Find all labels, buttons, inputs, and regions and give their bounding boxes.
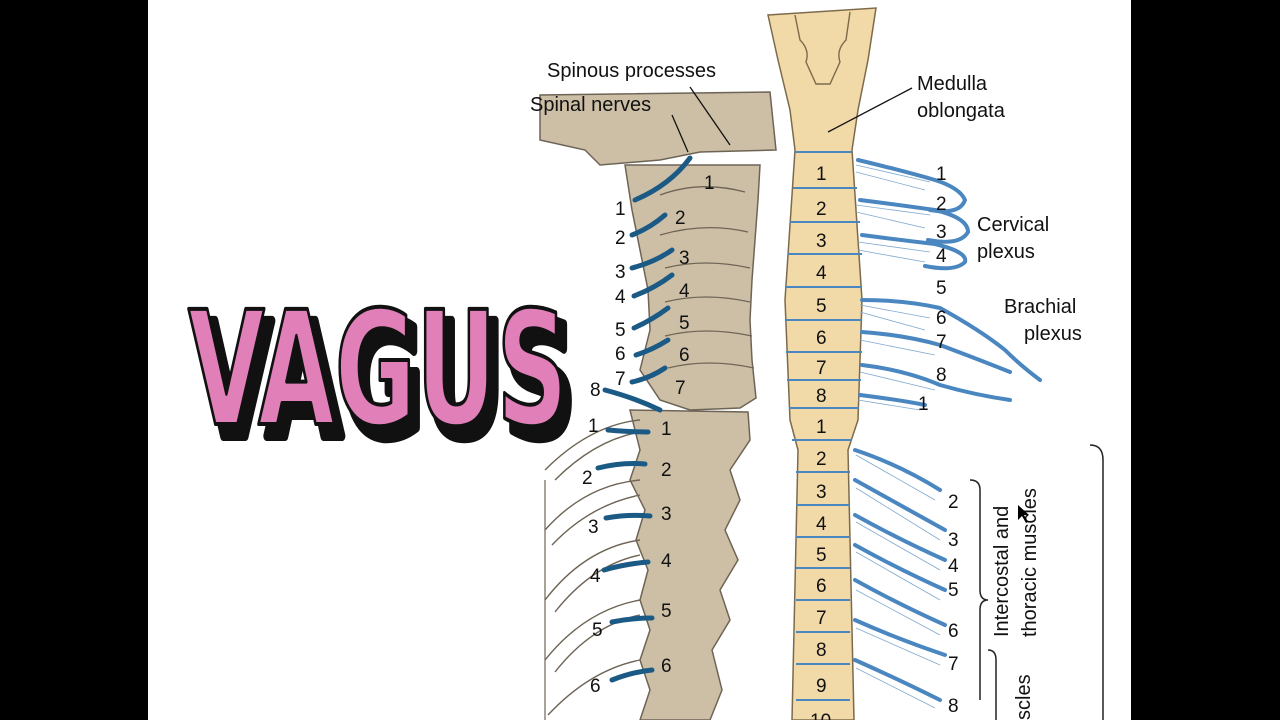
cervical-vertebra-numbers: 1 2 3 4 5 6 7 [675,173,715,399]
nerve-t5: 5 [592,620,603,641]
left-letterbox [0,0,148,720]
nerve-t4: 4 [590,566,601,587]
vertebra-t4: 4 [661,551,672,572]
label-brachial-2: plexus [1024,323,1082,345]
nerve-t2: 2 [582,468,593,489]
plexus-2: 2 [936,194,947,215]
cord-cervical-numbers: 1 2 3 4 5 6 7 8 [816,164,827,407]
label-intercostal-2: thoracic muscles [1019,488,1041,637]
nerve-c6: 6 [615,344,626,365]
label-cervical-2: plexus [977,241,1035,263]
nerve-c2: 2 [615,228,626,249]
vagus-title: VAGUS VAGUS [186,276,581,479]
nerve-t3: 3 [588,517,599,538]
intercostal-5: 5 [948,580,959,601]
label-cervical-1: Cervical [977,214,1049,236]
nerve-t6: 6 [590,676,601,697]
cord-t10: 10 [810,711,831,720]
cord-c8: 8 [816,386,827,407]
vertebra-t1: 1 [661,419,672,440]
label-intercostal-1: Intercostal and [991,506,1013,637]
plexus-t1: 1 [918,394,929,415]
intercostal-4: 4 [948,556,959,577]
vertebra-c1: 1 [704,173,715,194]
vertebra-c3: 3 [679,248,690,269]
cord-c2: 2 [816,199,827,220]
nerve-c1: 1 [615,199,626,220]
plexus-6: 6 [936,308,947,329]
nerve-c7: 7 [615,369,626,390]
plexus-fine-fibers [855,164,941,709]
vagus-title-shadow: VAGUS [196,290,576,474]
plexus-4: 4 [936,246,947,267]
plexus-numbers: 1 2 3 4 5 6 7 8 1 [918,164,947,415]
vertebra-c2: 2 [675,208,686,229]
vertebra-c5: 5 [679,313,690,334]
leader-lines [671,86,913,153]
cord-t1: 1 [816,417,827,438]
vertebra-t3: 3 [661,504,672,525]
plexus-5: 5 [936,278,947,299]
cord-c1: 1 [816,164,827,185]
label-medulla-1: Medulla [917,73,988,95]
intercostal-2: 2 [948,492,959,513]
label-medulla-2: oblongata [917,100,1006,122]
cervical-nerve-numbers: 1 2 3 4 5 6 7 8 [590,199,626,401]
vertebra-t6: 6 [661,656,672,677]
brackets [969,444,1104,720]
plexus-1: 1 [936,164,947,185]
vertebra-t5: 5 [661,601,672,622]
vertebra-c4: 4 [679,281,690,302]
cord-t8: 8 [816,640,827,661]
plexus-7: 7 [936,332,947,353]
label-spinous-processes: Spinous processes [547,60,716,82]
vertebra-t2: 2 [661,460,672,481]
nerve-t1: 1 [588,416,599,437]
label-spinal-nerves: Spinal nerves [530,94,651,116]
right-letterbox [1131,0,1280,720]
intercostal-numbers: 2 3 4 5 6 7 8 [948,492,959,717]
cord-t2: 2 [816,449,827,470]
cord-t7: 7 [816,608,827,629]
nerve-c4: 4 [615,287,626,308]
cord-t5: 5 [816,545,827,566]
vertebra-c7: 7 [675,378,686,399]
spinal-cord [767,7,877,720]
intercostal-6: 6 [948,621,959,642]
intercostal-7: 7 [948,654,959,675]
cord-t4: 4 [816,514,827,535]
nerve-c5: 5 [615,320,626,341]
intercostal-8: 8 [948,696,959,717]
cord-c4: 4 [816,263,827,284]
thoracic-nerve-numbers: 1 2 3 4 5 6 [582,416,603,697]
vertebral-column [539,91,777,720]
label-brachial-1: Brachial [1004,296,1076,318]
diagram-canvas: Spinous processes Spinal nerves Medulla … [148,0,1131,720]
cord-t6: 6 [816,576,827,597]
spine-diagram: Spinous processes Spinal nerves Medulla … [186,7,1104,720]
nerve-c3: 3 [615,262,626,283]
nerve-c8: 8 [590,380,601,401]
label-cut-muscles: scles [1013,674,1035,720]
cord-t9: 9 [816,676,827,697]
cord-c6: 6 [816,328,827,349]
intercostal-3: 3 [948,530,959,551]
thoracic-vertebra-numbers: 1 2 3 4 5 6 [661,419,672,677]
cord-c3: 3 [816,231,827,252]
vertebra-c6: 6 [679,345,690,366]
right-plexus-nerves [853,158,1042,702]
cord-t3: 3 [816,482,827,503]
cord-c7: 7 [816,358,827,379]
cord-thoracic-numbers: 1 2 3 4 5 6 7 8 9 10 [810,417,831,720]
plexus-8: 8 [936,365,947,386]
cord-c5: 5 [816,296,827,317]
mouse-cursor-icon [1018,505,1029,523]
plexus-3: 3 [936,222,947,243]
left-spinal-nerves [595,155,693,683]
vagus-title-text: VAGUS [188,278,568,462]
